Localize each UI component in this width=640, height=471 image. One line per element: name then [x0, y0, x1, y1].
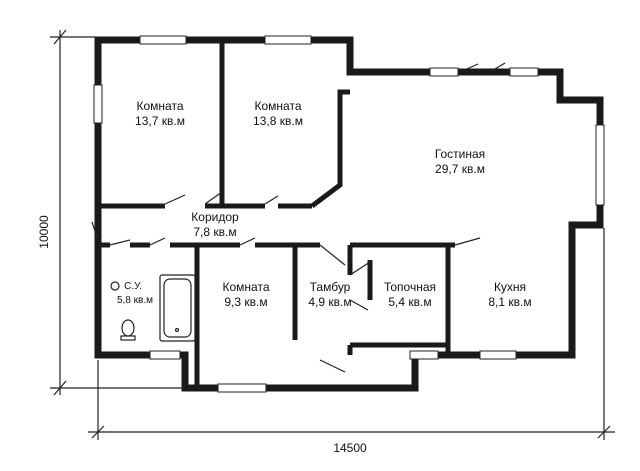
door — [91, 221, 99, 241]
bathtub-icon — [159, 274, 196, 342]
bathroom-fixtures — [110, 274, 196, 342]
windows — [93, 35, 605, 393]
room-name: Гостиная — [435, 147, 485, 161]
interior-walls — [98, 40, 455, 388]
room-area: 4,9 кв.м — [308, 295, 351, 309]
door — [109, 239, 131, 246]
outer-walls — [94, 36, 604, 392]
door — [349, 261, 371, 276]
window — [149, 350, 181, 360]
window — [479, 350, 517, 360]
sink-icon — [110, 281, 120, 291]
room-name: Тамбур — [310, 280, 351, 294]
door — [164, 194, 186, 205]
door — [319, 244, 346, 266]
window — [139, 35, 187, 45]
room-area: 5,4 кв.м — [388, 295, 431, 309]
room-area: 9,3 кв.м — [224, 295, 267, 309]
room-area: 8,1 кв.м — [488, 295, 531, 309]
window — [429, 67, 459, 77]
door — [149, 237, 166, 246]
room-name: Комната — [255, 99, 302, 113]
room-area: 5,8 кв.м — [117, 295, 153, 306]
door — [459, 63, 479, 73]
door — [264, 195, 279, 205]
window — [509, 67, 539, 77]
window — [409, 350, 439, 360]
door — [489, 62, 506, 73]
window — [93, 84, 103, 124]
door — [349, 299, 369, 311]
room-name: Комната — [223, 280, 270, 294]
window — [217, 383, 267, 393]
room-area: 7,8 кв.м — [193, 225, 236, 239]
room-area: 13,8 кв.м — [253, 114, 303, 128]
room-area: 29,7 кв.м — [435, 162, 485, 176]
door — [454, 237, 481, 246]
room-name: Кухня — [494, 280, 526, 294]
window — [595, 124, 605, 206]
door — [319, 359, 346, 373]
doors — [91, 62, 506, 373]
window — [264, 35, 312, 45]
dimension-lines: 10000 14500 — [37, 29, 615, 455]
room-name: Комната — [137, 99, 184, 113]
door — [204, 191, 223, 205]
height-dimension: 10000 — [37, 215, 51, 249]
room-name: С.У. — [124, 281, 142, 292]
room-area: 13,7 кв.м — [135, 114, 185, 128]
room-labels: Комната 13,7 кв.м Комната 13,8 кв.м Гост… — [117, 99, 532, 309]
door — [239, 237, 256, 246]
width-dimension: 14500 — [333, 441, 367, 455]
room-name: Коридор — [191, 210, 239, 224]
toilet-icon — [121, 319, 135, 337]
room-name: Топочная — [384, 280, 436, 294]
